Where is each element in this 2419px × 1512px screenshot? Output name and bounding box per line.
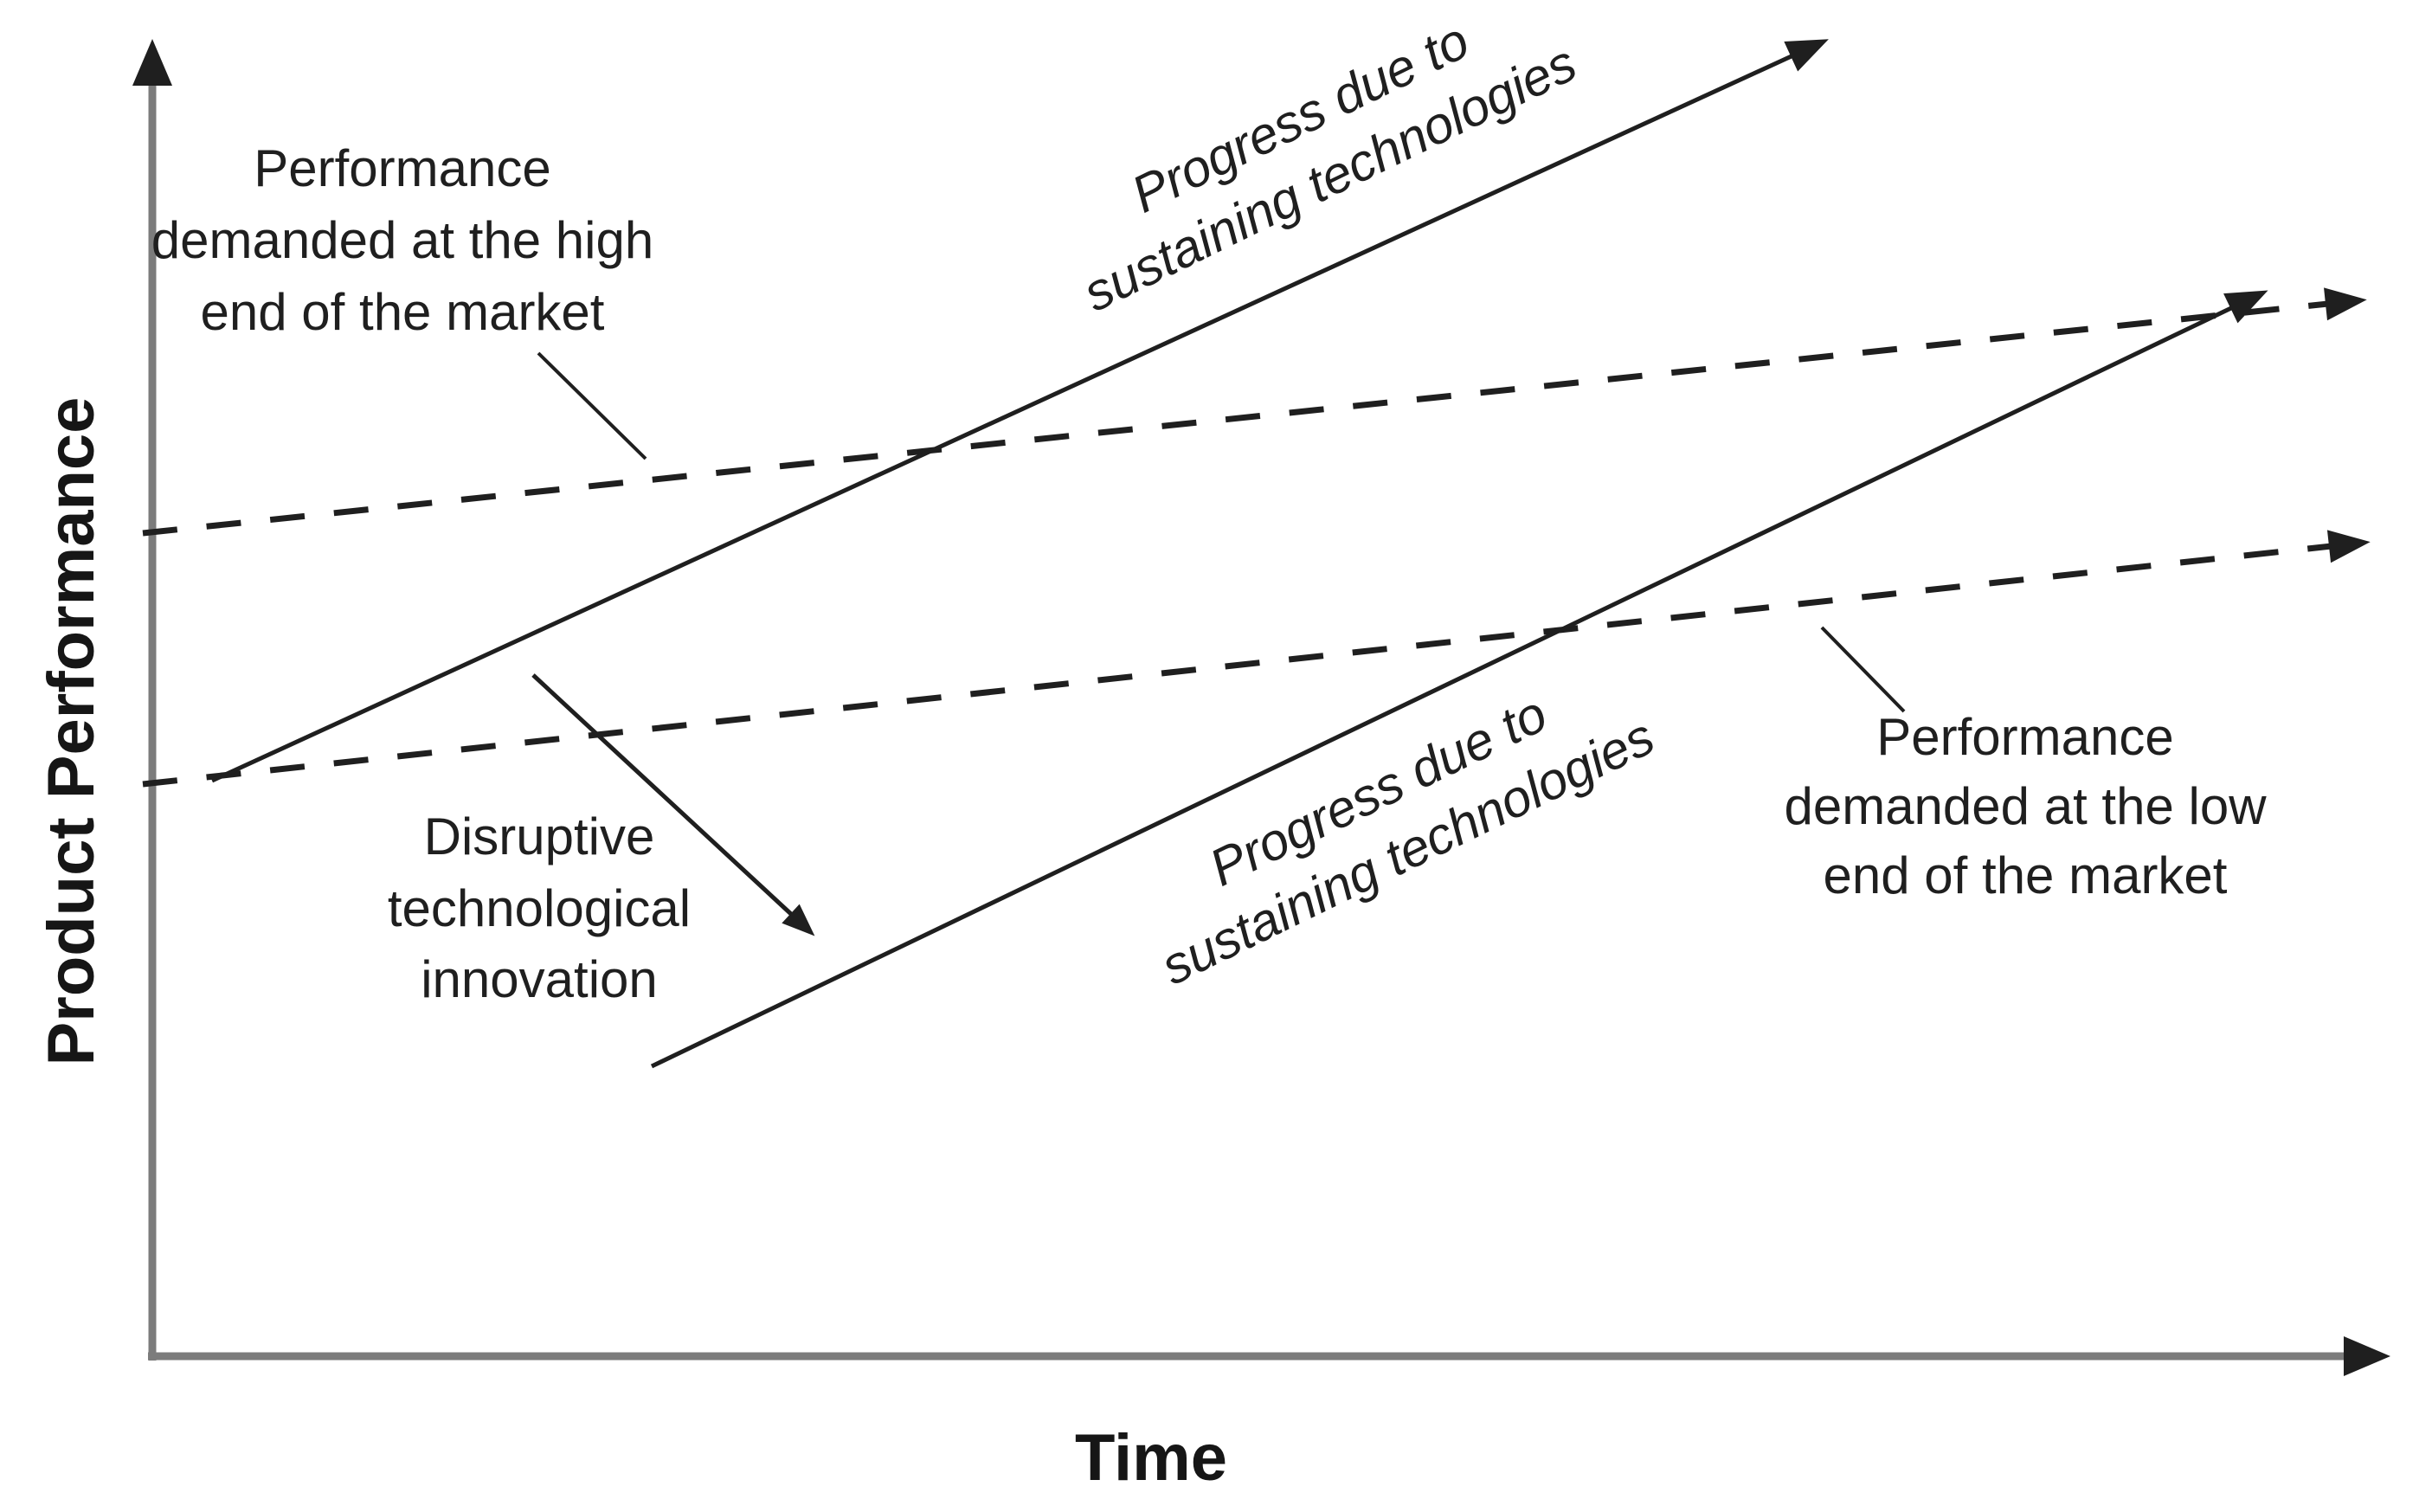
sustaining-progress-lower-line bbox=[650, 290, 2268, 1069]
demand-high-end-line bbox=[142, 287, 2367, 537]
demand-low-end-line bbox=[142, 530, 2371, 788]
disruptive-caption-line1: Disruptive bbox=[424, 807, 655, 865]
low-end-caption-line1: Performance bbox=[1876, 708, 2173, 766]
disruptive-caption-line3: innovation bbox=[421, 950, 658, 1008]
low-end-leader-line bbox=[1820, 626, 1906, 713]
high-end-leader-line bbox=[537, 351, 647, 460]
x-axis-label: Time bbox=[1075, 1421, 1227, 1495]
sustaining-bottom-caption: Progress due to sustaining technologies bbox=[1152, 685, 1663, 996]
high-end-caption-line2: demanded at the high bbox=[151, 211, 653, 269]
low-end-caption-line3: end of the market bbox=[1824, 846, 2228, 904]
disruptive-caption-line2: technological bbox=[388, 879, 691, 937]
y-axis-label: Product Performance bbox=[35, 397, 108, 1066]
disruptive-innovation-arrow bbox=[531, 673, 815, 936]
high-end-caption: Performance demanded at the high end of … bbox=[151, 139, 653, 341]
low-end-caption-line2: demanded at the low bbox=[1784, 777, 2267, 835]
disruptive-caption: Disruptive technological innovation bbox=[388, 807, 691, 1008]
low-end-caption: Performance demanded at the low end of t… bbox=[1784, 708, 2267, 904]
high-end-caption-line3: end of the market bbox=[201, 283, 605, 341]
sustaining-progress-upper-line bbox=[210, 39, 1829, 783]
high-end-caption-line1: Performance bbox=[254, 139, 550, 197]
